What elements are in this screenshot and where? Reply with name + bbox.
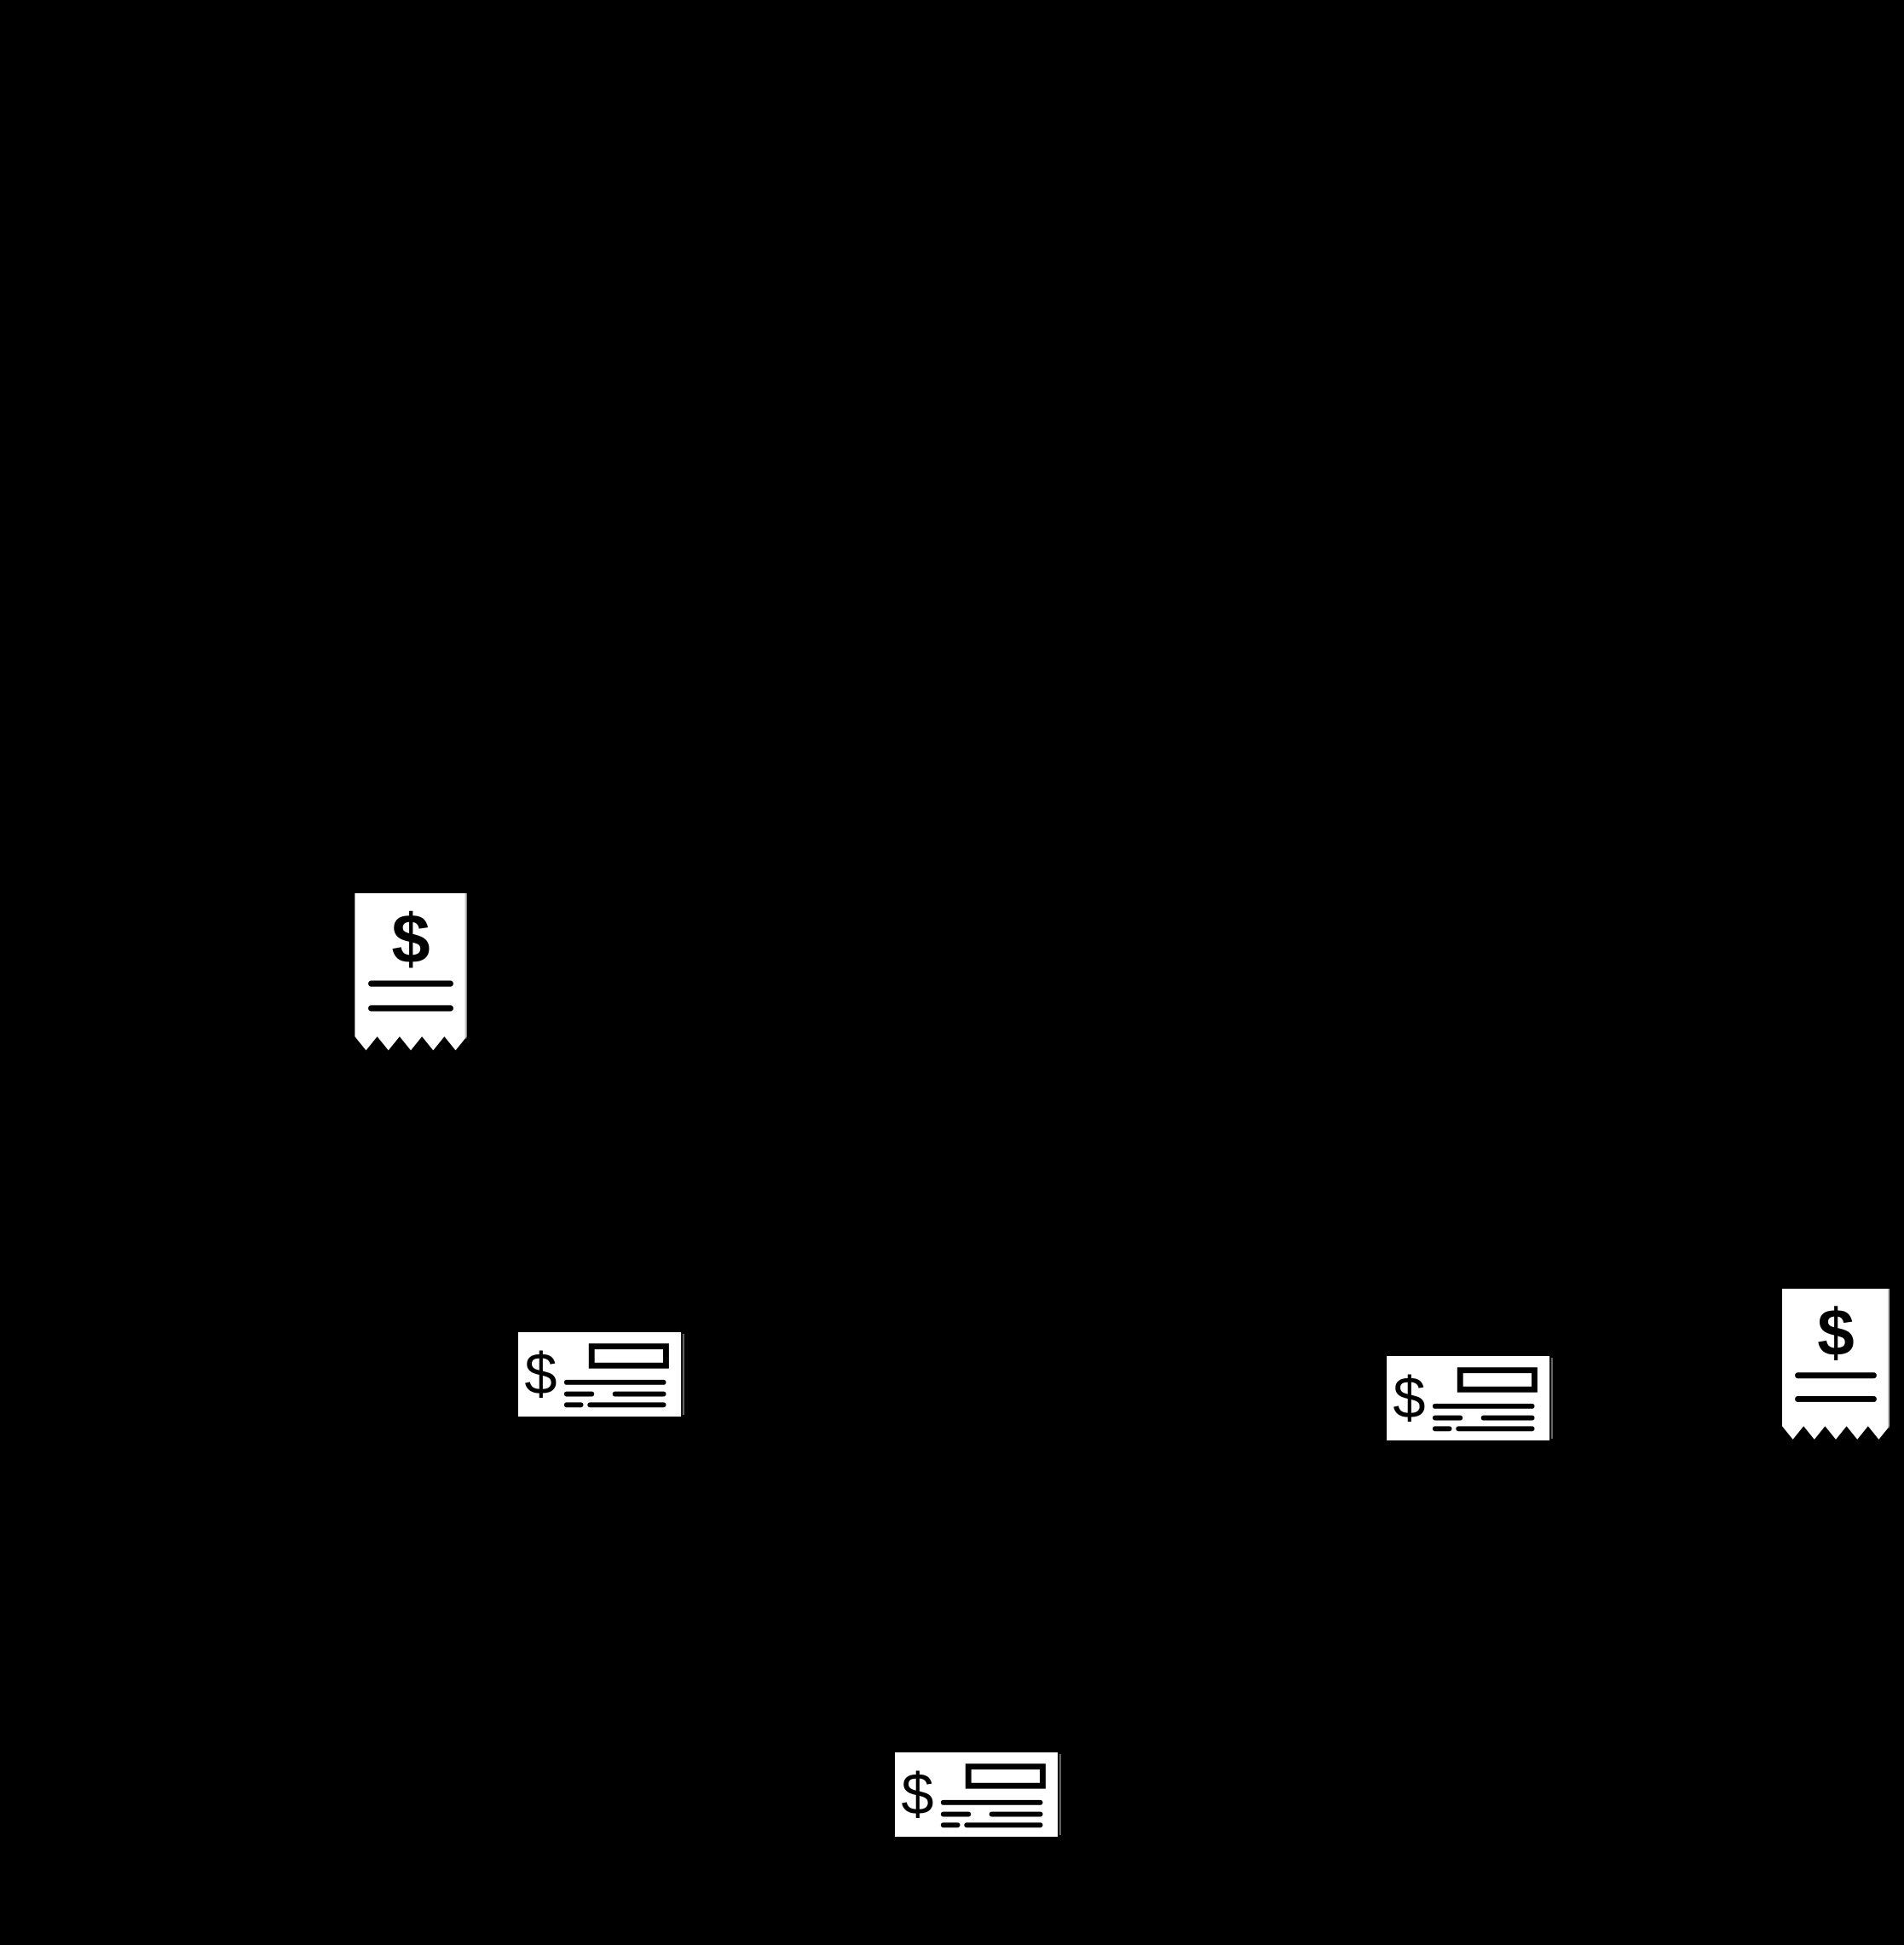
- svg-text:$: $: [524, 1342, 557, 1407]
- svg-text:$: $: [901, 1762, 933, 1827]
- check-icon: $: [895, 1752, 1062, 1837]
- receipt-icon: $: [1780, 1289, 1892, 1450]
- check-icon: $: [1387, 1356, 1554, 1440]
- svg-text:$: $: [1393, 1365, 1425, 1431]
- check-icon: $: [518, 1332, 685, 1417]
- receipt-icon: $: [355, 893, 467, 1061]
- svg-text:$: $: [1817, 1295, 1854, 1370]
- svg-text:$: $: [391, 900, 430, 978]
